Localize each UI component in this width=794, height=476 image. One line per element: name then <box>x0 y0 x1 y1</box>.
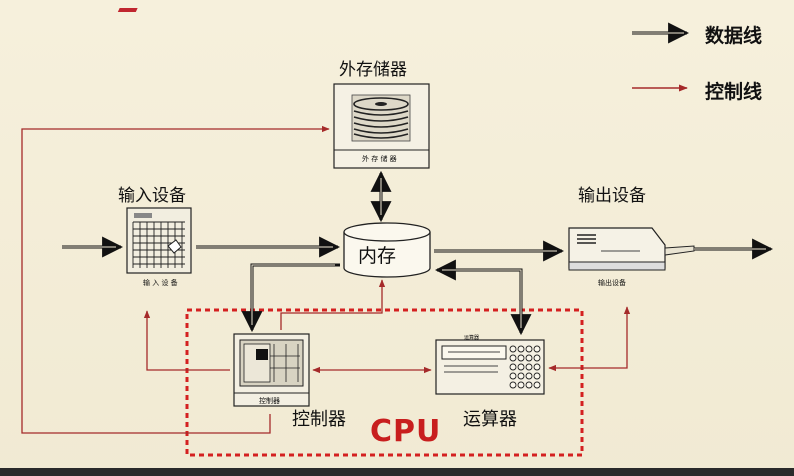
legend-control-line-label: 控制线 <box>705 81 763 103</box>
alu-device <box>435 339 545 395</box>
external-storage-device <box>333 83 430 169</box>
output-device-label: 输出设备 <box>578 186 646 206</box>
memory-cylinder <box>343 222 431 278</box>
control-lines <box>21 125 631 434</box>
alu-caption: 运算器 <box>464 335 480 341</box>
controller-device <box>233 333 310 407</box>
controller-caption: 控制器 <box>259 397 280 405</box>
output-device-caption: 输出设备 <box>598 279 626 287</box>
memory-label: 内存 <box>358 245 397 267</box>
bottom-bar <box>0 468 794 476</box>
alu-label: 运算器 <box>463 409 517 430</box>
legend-data-line-label: 数据线 <box>705 25 763 47</box>
external-storage-caption: 外 存 储 器 <box>362 155 397 163</box>
controller-label: 控制器 <box>292 409 346 430</box>
input-device-caption: 输 入 设 备 <box>143 279 178 287</box>
output-device <box>568 227 695 271</box>
input-device <box>126 207 192 274</box>
cpu-label: CPU <box>370 414 442 449</box>
input-device-label: 输入设备 <box>118 186 186 206</box>
external-storage-label: 外存储器 <box>339 60 407 80</box>
